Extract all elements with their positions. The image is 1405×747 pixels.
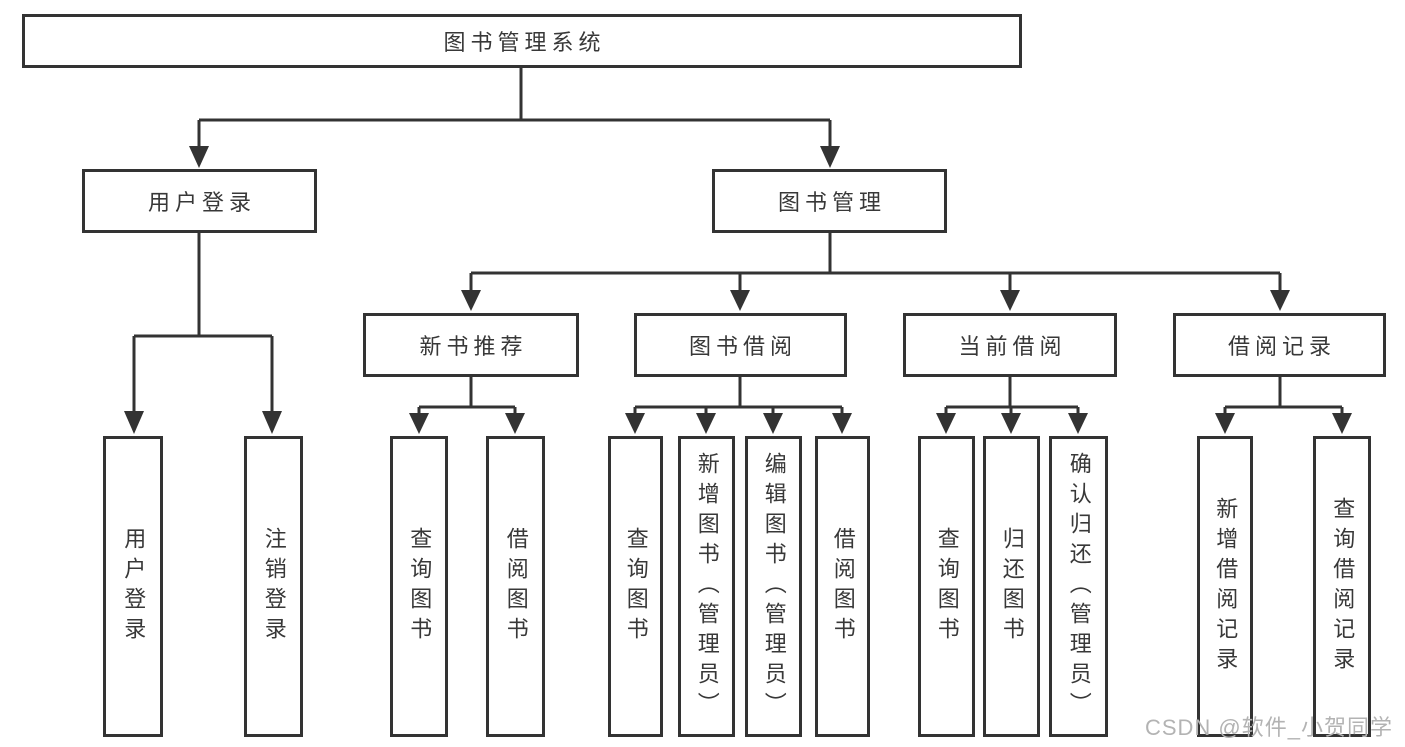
node-library-management-system: 图书管理系统 (22, 14, 1022, 68)
node-book-borrowing: 图书借阅 (634, 313, 847, 377)
leaf-recommend-borrow-books: 借阅图书 (486, 436, 545, 737)
leaf-current-query-books: 查询图书 (918, 436, 975, 737)
watermark: CSDN @软件_小贺同学 (1144, 715, 1393, 740)
node-new-book-recommendation: 新书推荐 (363, 313, 579, 377)
node-borrowing-records: 借阅记录 (1173, 313, 1386, 377)
leaf-recommend-query-books: 查询图书 (390, 436, 448, 737)
leaf-borrow-borrow-books: 借阅图书 (815, 436, 870, 737)
node-user-login: 用户登录 (82, 169, 317, 233)
leaf-logout-login: 注销登录 (244, 436, 303, 737)
node-current-borrowing: 当前借阅 (903, 313, 1117, 377)
leaf-user-login: 用户登录 (103, 436, 163, 737)
leaf-current-confirm-return-admin: 确认归还（管理员） (1049, 436, 1108, 737)
leaf-records-add-borrow-record: 新增借阅记录 (1197, 436, 1253, 737)
leaf-records-query-borrow-record: 查询借阅记录 (1313, 436, 1371, 737)
node-book-management: 图书管理 (712, 169, 947, 233)
leaf-borrow-query-books: 查询图书 (608, 436, 663, 737)
leaf-borrow-add-book-admin: 新增图书（管理员） (678, 436, 735, 737)
arrowheads (124, 146, 1352, 434)
leaf-borrow-edit-book-admin: 编辑图书（管理员） (745, 436, 802, 737)
leaf-current-return-books: 归还图书 (983, 436, 1040, 737)
